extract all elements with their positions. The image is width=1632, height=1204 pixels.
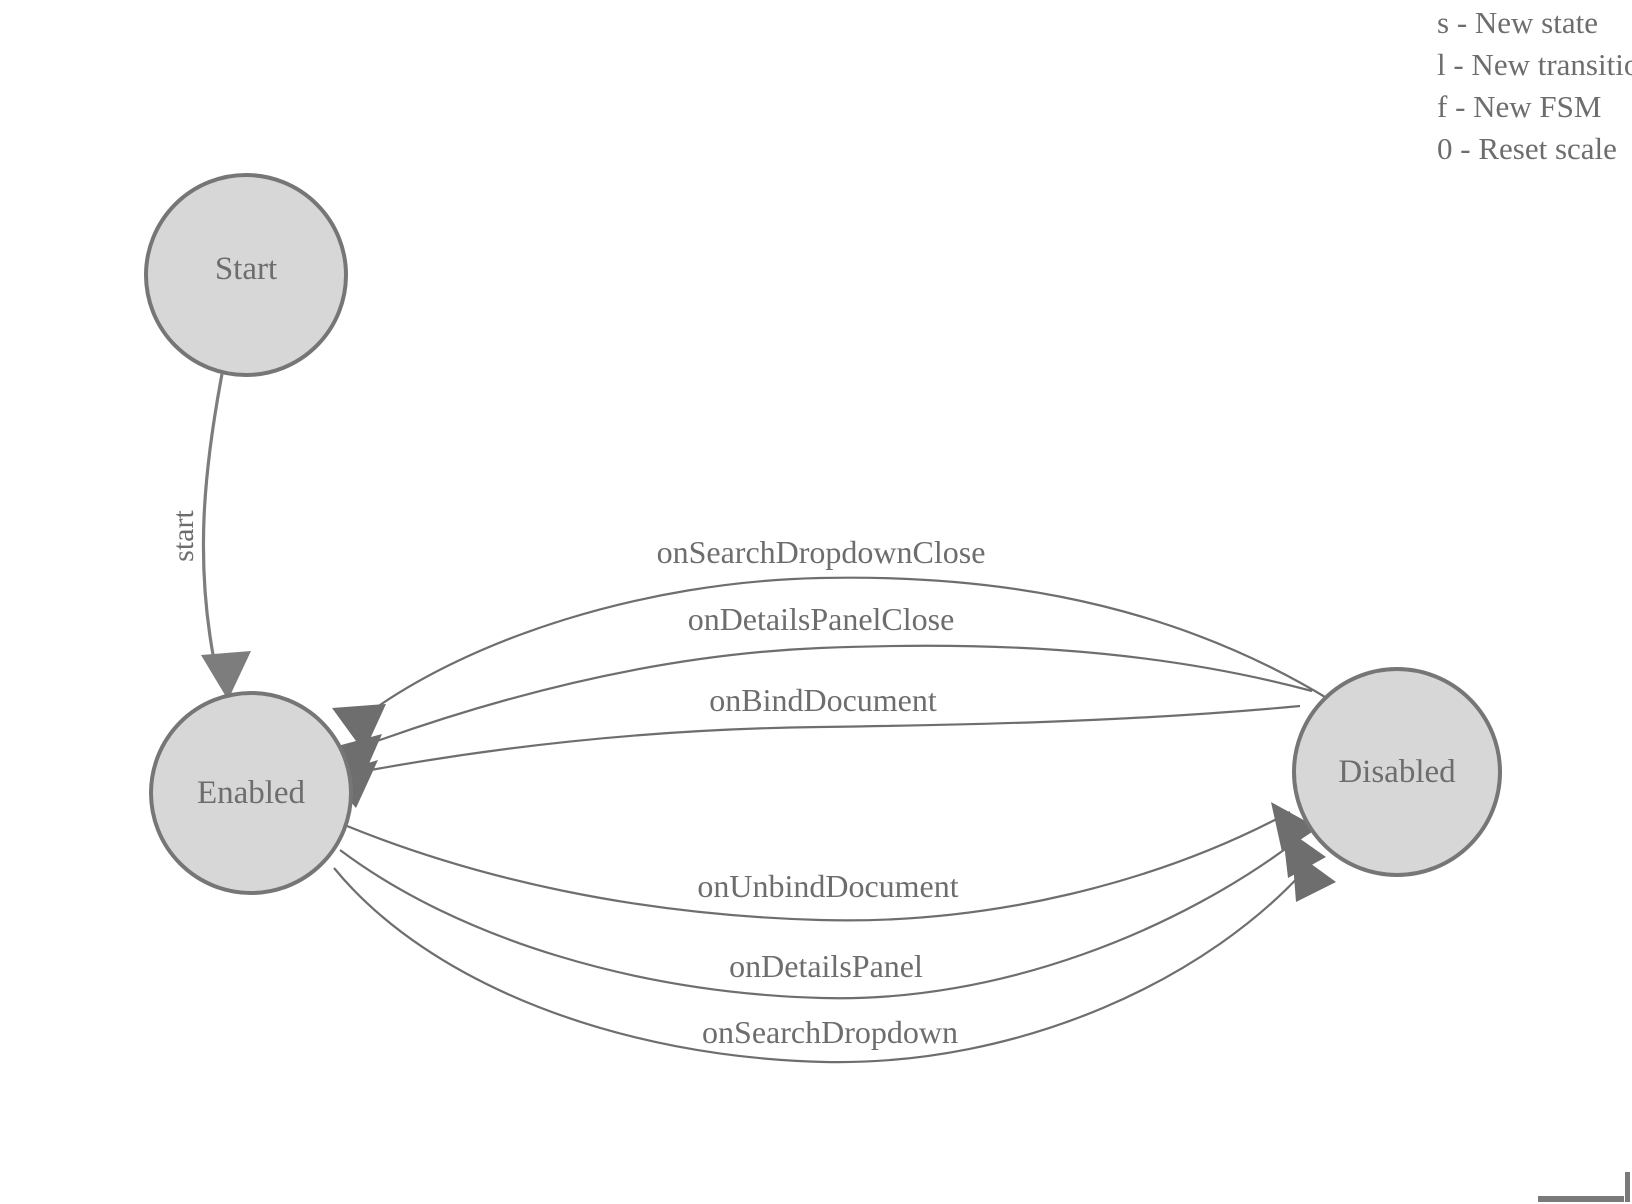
arrowhead-onsearchdropdown bbox=[1292, 850, 1336, 902]
horizontal-scrollbar-thumb[interactable] bbox=[1538, 1196, 1624, 1202]
arrowhead-ondetailspanelclose bbox=[330, 734, 382, 784]
node-start[interactable]: Start bbox=[144, 173, 348, 377]
edge-label-onsearchdropdown: onSearchDropdown bbox=[702, 1014, 958, 1050]
arrowhead-ondetailspanel bbox=[1282, 826, 1326, 878]
edge-disabled-to-enabled-searchdropdownclose[interactable] bbox=[332, 576, 1331, 752]
edge-label-ondetailspanel: onDetailsPanel bbox=[729, 948, 923, 984]
edge-start-to-enabled[interactable] bbox=[201, 373, 251, 700]
edge-enabled-to-disabled-unbinddocument[interactable] bbox=[346, 802, 1318, 922]
edge-path-onunbinddocument[interactable] bbox=[346, 811, 1291, 922]
arrowhead-start-enabled bbox=[201, 651, 251, 700]
node-disabled-label: Disabled bbox=[1338, 754, 1456, 790]
shortcut-legend: s - New state l - New transition f - New… bbox=[1427, 0, 1632, 170]
edge-label-onsearchdropdownclose: onSearchDropdownClose bbox=[657, 534, 986, 570]
edge-disabled-to-enabled-detailspanelclose[interactable] bbox=[330, 644, 1313, 784]
edge-label-ondetailspanelclose: onDetailsPanelClose bbox=[688, 601, 955, 637]
edge-label-onunbinddocument: onUnbindDocument bbox=[697, 868, 958, 904]
edge-path-ondetailspanel[interactable] bbox=[339, 837, 1301, 1000]
edge-enabled-to-disabled-detailspanel[interactable] bbox=[339, 826, 1326, 1000]
node-enabled-label: Enabled bbox=[197, 775, 306, 811]
edge-path-onsearchdropdownclose[interactable] bbox=[369, 576, 1331, 713]
edge-label-start: start bbox=[167, 510, 200, 562]
legend-line-new-fsm: f - New FSM bbox=[1437, 89, 1602, 124]
edge-path-ondetailspanelclose[interactable] bbox=[365, 644, 1313, 747]
edge-path-onbinddocument[interactable] bbox=[359, 704, 1301, 774]
legend-line-reset-scale: 0 - Reset scale bbox=[1437, 131, 1617, 166]
node-enabled[interactable]: Enabled bbox=[149, 691, 353, 895]
vertical-scrollbar-thumb[interactable] bbox=[1625, 1172, 1630, 1202]
node-disabled[interactable]: Disabled bbox=[1292, 667, 1502, 877]
legend-line-new-transition: l - New transition bbox=[1437, 47, 1632, 82]
node-disabled-circle[interactable] bbox=[1292, 667, 1502, 877]
edge-path-onsearchdropdown[interactable] bbox=[333, 861, 1313, 1064]
edge-path-start-enabled[interactable] bbox=[201, 373, 224, 661]
node-start-label: Start bbox=[215, 251, 277, 287]
arrowhead-onunbinddocument bbox=[1271, 802, 1318, 852]
node-enabled-circle[interactable] bbox=[149, 691, 353, 895]
legend-line-new-state: s - New state bbox=[1437, 5, 1598, 40]
edge-disabled-to-enabled-binddocument[interactable] bbox=[328, 704, 1301, 808]
arrowhead-onsearchdropdownclose bbox=[332, 704, 386, 752]
node-start-circle[interactable] bbox=[144, 173, 348, 377]
edge-label-onbinddocument: onBindDocument bbox=[709, 682, 937, 718]
edge-enabled-to-disabled-searchdropdown[interactable] bbox=[333, 850, 1336, 1064]
